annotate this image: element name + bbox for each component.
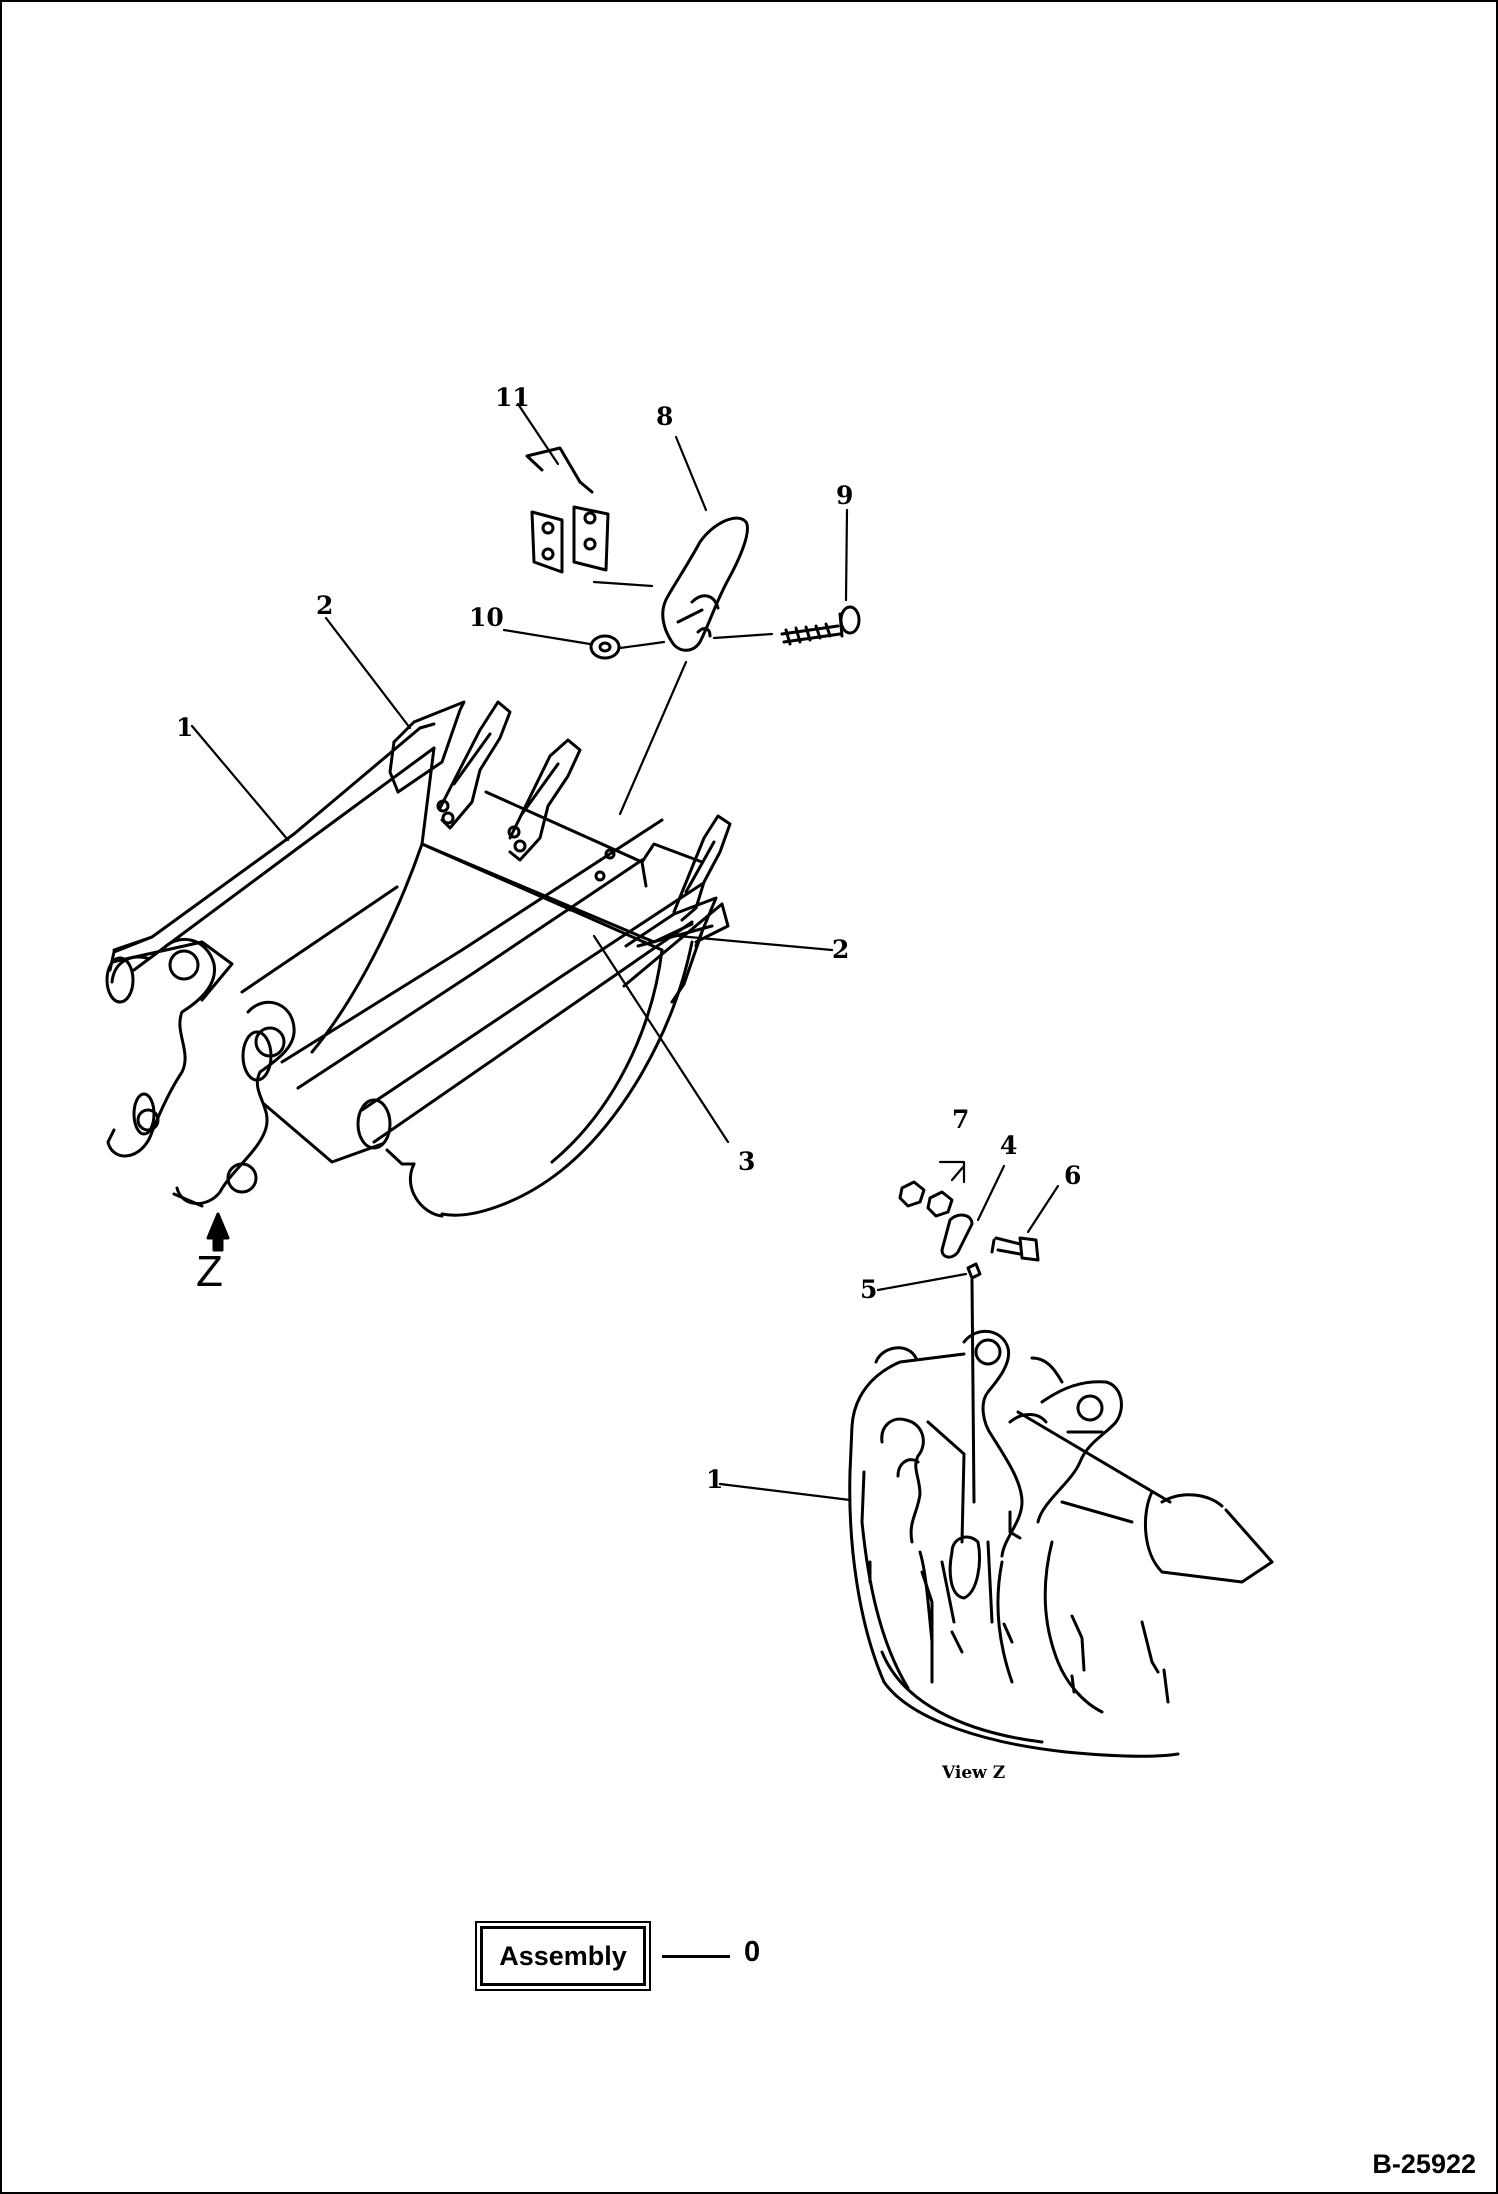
callout-6: 6 <box>1064 1161 1081 1190</box>
callout-11: 11 <box>495 383 530 412</box>
callout-4: 4 <box>1000 1131 1017 1160</box>
leader-lines <box>190 402 1060 1502</box>
callout-2-top: 2 <box>316 591 333 620</box>
assembly-leader-line <box>662 1955 730 1958</box>
view-direction-arrow <box>206 1212 230 1252</box>
view-z-label: View Z <box>941 1763 1005 1783</box>
callout-8: 8 <box>656 402 673 431</box>
callout-2-right: 2 <box>832 935 849 964</box>
drawing-number: B-25922 <box>1372 2149 1476 2179</box>
assembly-label-box: Assembly <box>475 1921 651 1991</box>
callout-10: 10 <box>469 603 504 632</box>
view-z-drawing <box>848 1180 1274 1758</box>
view-direction-label: Z <box>196 1247 223 1296</box>
callout-1-viewz: 1 <box>706 1465 723 1494</box>
bucket-main-drawing <box>105 700 732 1218</box>
tooth-exploded-parts <box>525 446 861 660</box>
assembly-number: 0 <box>744 1936 761 1968</box>
callout-1-main: 1 <box>176 713 193 742</box>
callout-5: 5 <box>860 1275 877 1304</box>
callout-7: 7 <box>952 1105 969 1134</box>
callout-3: 3 <box>738 1147 755 1176</box>
callout-9: 9 <box>836 481 853 510</box>
callout-labels: 11 8 9 10 2 1 2 3 7 4 6 5 1 Z View Z <box>176 383 1081 1783</box>
